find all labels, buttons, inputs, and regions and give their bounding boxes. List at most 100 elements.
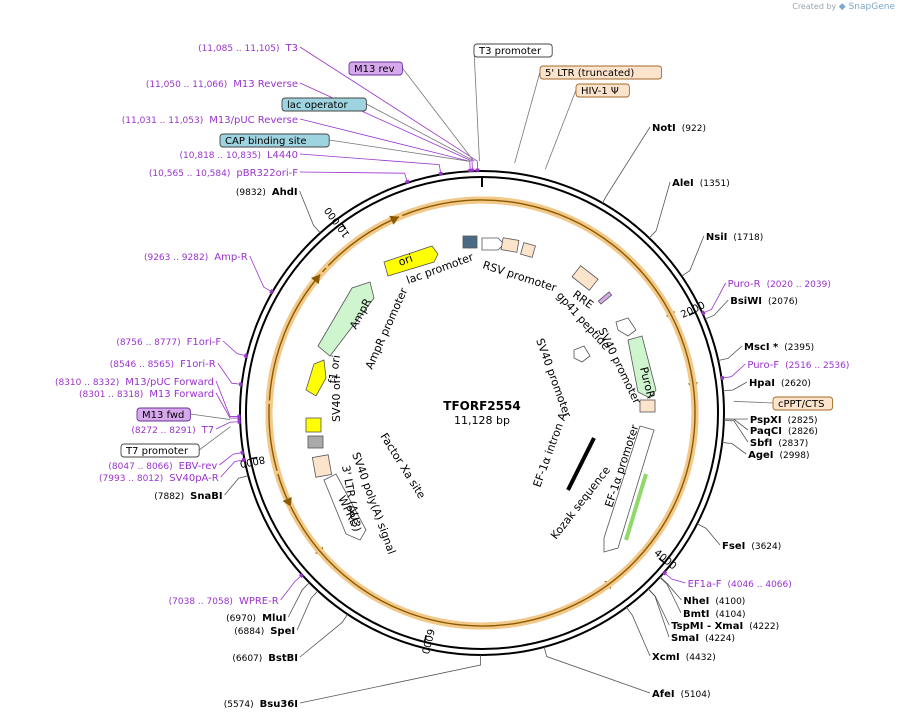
site-coord: (8310 .. 8332) [55, 378, 119, 388]
site-tspmi-xmai[interactable]: TspMI - XmaI (4222) [671, 621, 779, 632]
feature-arrow [323, 473, 367, 541]
site-puro-f[interactable]: Puro-F(2516 .. 2536) [747, 360, 849, 371]
feature-arrow [305, 359, 327, 397]
site-wpre-r[interactable]: (7038 .. 7058)WPRE-R [169, 596, 279, 607]
site-xcmi[interactable]: XcmI(4432) [652, 652, 716, 663]
site-bsiwi[interactable]: BsiWI(2076) [730, 296, 798, 307]
site-fsei[interactable]: FseI(3624) [722, 541, 781, 552]
site-coord: (4222) [749, 622, 779, 632]
site-afei[interactable]: AfeI(5104) [652, 689, 711, 700]
ruler-tick [341, 222, 347, 230]
site-pspxi[interactable]: PspXI(2825) [750, 415, 818, 426]
site-name: HpaI [749, 378, 775, 389]
site-spei[interactable]: (6884)SpeI [234, 626, 295, 637]
box-label-lac-operator: lac operator [287, 100, 348, 111]
box-cap-binding-site[interactable] [219, 133, 330, 148]
site-hpai[interactable]: HpaI(2620) [749, 378, 811, 389]
site-coord: (1351) [700, 179, 730, 189]
feature-block [500, 237, 520, 253]
site-sv40pa-r[interactable]: (7993 .. 8012)SV40pA-R [99, 473, 219, 484]
site-coord: (10,818 .. 10,835) [180, 151, 261, 161]
site-coord: (6884) [234, 627, 264, 637]
feature-block [307, 435, 324, 449]
box-5-ltr-truncated[interactable] [539, 65, 663, 80]
box-cppt-cts[interactable] [772, 396, 834, 411]
site-name: EBV-rev [179, 461, 218, 472]
site-bmti[interactable]: BmtI(4104) [683, 609, 745, 620]
site-leader-noti [602, 126, 651, 204]
box-t3-promoter[interactable] [473, 43, 553, 58]
site-puro-r[interactable]: Puro-R(2020 .. 2039) [728, 279, 831, 290]
box-m13-rev[interactable] [348, 61, 403, 76]
site-name: M13 Forward [149, 389, 214, 400]
site-agei[interactable]: AgeI(2998) [748, 450, 809, 461]
site-nsii[interactable]: NsiI(1718) [706, 232, 763, 243]
site-leader-pbr322ori-f [299, 171, 409, 183]
site-l4440[interactable]: (10,818 .. 10,835)L4440 [180, 150, 298, 161]
feature-block [639, 399, 656, 413]
site-smai[interactable]: SmaI(4224) [671, 633, 735, 644]
orf-arc [268, 274, 321, 401]
box-leader [329, 139, 470, 162]
site-leader-mlui [287, 582, 310, 618]
site-leader-t7 [215, 421, 241, 430]
site-snabi[interactable]: (7882)SnaBI [154, 491, 222, 502]
site-noti[interactable]: NotI(922) [652, 123, 706, 134]
site-t3[interactable]: (11,085 .. 11,105)T3 [198, 43, 298, 54]
site-f1ori-r[interactable]: (8546 .. 8565)F1ori-R [110, 359, 216, 370]
site-pbr322ori-f[interactable]: (10,565 .. 10,584)pBR322ori-F [149, 168, 298, 179]
site-labels: NotI(922) AleI (1351) NsiI(1718) Puro-R(2020… [55, 43, 849, 710]
site-leader-bstbi [299, 614, 348, 658]
site-name: TspMI - XmaI [671, 621, 743, 632]
site-coord: (4104) [716, 610, 746, 620]
site-coord: (4432) [686, 653, 716, 663]
box-t7-promoter[interactable] [120, 443, 200, 458]
site-m13-puc-reverse[interactable]: (11,031 .. 11,053)M13/pUC Reverse [122, 115, 298, 126]
site-coord: (2825) [788, 416, 818, 426]
site-leader-xcmi [626, 606, 651, 657]
site-sbfi[interactable]: SbfI(2837) [750, 438, 808, 449]
site-leader-ebv-rev [219, 452, 244, 466]
site-leader-t3 [299, 46, 478, 172]
site-nhei[interactable]: NheI(4100) [683, 596, 745, 607]
site-amp-r[interactable]: (9263 .. 9282)Amp-R [144, 252, 248, 263]
intron-arc [566, 437, 596, 491]
box-lac-operator[interactable] [281, 97, 367, 112]
ruler-tick [423, 634, 427, 643]
site-ahdi[interactable]: (9832)AhdI [236, 187, 298, 198]
box-hiv-1[interactable] [575, 83, 630, 98]
site-coord: (5574) [224, 700, 254, 710]
feature-block [462, 235, 478, 249]
site-m13-puc-forward[interactable]: (8310 .. 8332)M13/pUC Forward [55, 377, 214, 388]
feature-arrow [603, 425, 655, 553]
feature-label-ef-1-intron-a: EF-1α intron A [531, 411, 570, 490]
box-m13-fwd[interactable] [136, 407, 191, 422]
ruler-tick [658, 557, 665, 564]
site-leader-snabi [224, 475, 249, 496]
site-alei[interactable]: AleI (1351) [672, 178, 730, 189]
site-paqci[interactable]: PaqCI(2826) [750, 426, 818, 437]
ruler-label: 8000 [239, 453, 266, 469]
primer-mark [662, 570, 668, 576]
site-f1ori-f[interactable]: (8756 .. 8777)F1ori-F [116, 337, 221, 348]
feature-block [571, 265, 599, 291]
site-bstbi[interactable]: (6607)BstBI [232, 653, 298, 664]
site-coord: (1718) [733, 233, 763, 243]
site-m13-forward[interactable]: (8301 .. 8318)M13 Forward [79, 389, 214, 400]
feature-label-f1-ori: f1 ori [326, 354, 343, 384]
site-bsu36i[interactable]: (5574)Bsu36I [224, 699, 298, 710]
site-ebv-rev[interactable]: (8047 .. 8066)EBV-rev [108, 461, 217, 472]
box-label-t7-promoter: T7 promoter [125, 446, 189, 457]
site-leader-bsu36i [299, 654, 482, 704]
site-m13-reverse[interactable]: (11,050 .. 11,066)M13 Reverse [146, 79, 298, 90]
site-leader-nhei [659, 576, 682, 601]
site-leader-hpai [722, 381, 748, 392]
site-name: NotI [652, 123, 676, 134]
site-name: BsiWI [730, 296, 762, 307]
feature-label-factor-xa-site: Factor Xa site [377, 431, 428, 502]
site-name: AleI [672, 178, 694, 189]
site-msci[interactable]: MscI *(2395) [744, 342, 814, 353]
site-t7[interactable]: (8272 .. 8291)T7 [131, 425, 214, 436]
site-ef1a-f[interactable]: EF1a-F(4046 .. 4066) [688, 579, 792, 590]
site-mlui[interactable]: (6970)MluI [226, 613, 286, 624]
